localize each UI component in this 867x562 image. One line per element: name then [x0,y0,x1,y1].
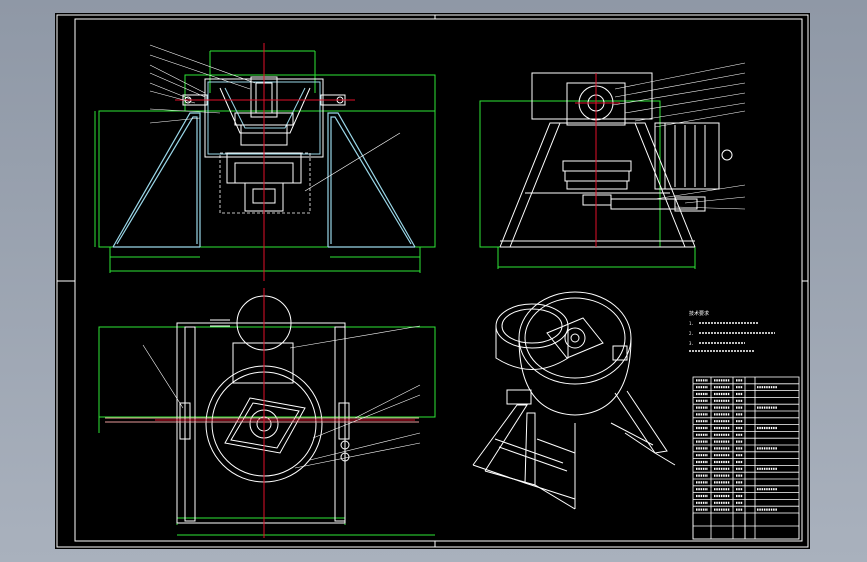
front-section-view [94,43,436,281]
drawing-canvas: 技术要求 1. 2. 3. [56,14,809,548]
top-dimension-lines [98,326,436,536]
side-view [479,62,746,269]
notes-line-3: 3. [689,341,694,346]
technical-notes: 技术要求 1. 2. 3. [689,310,775,352]
side-dimension-lines [479,100,696,269]
side-frame [499,72,733,248]
parts-table-rows [693,383,799,507]
top-centerlines [155,288,415,538]
top-shaft [105,417,419,423]
top-frame [176,295,350,524]
notes-text-lines [689,322,775,352]
notes-heading: 技术要求 [689,310,709,317]
parts-table [692,376,800,540]
side-centerlines [575,73,620,247]
side-leaders [612,62,746,210]
notes-line-2: 2. [689,331,694,336]
front-hidden-outline [219,152,311,214]
front-frame-legs [112,112,416,248]
drawing-frame [56,14,809,548]
top-view [98,288,436,538]
front-centerlines [175,43,355,281]
front-dimension-lines [94,50,436,273]
parts-table-cell-text [696,379,777,511]
drawing-sheet: 技术要求 1. 2. 3. [55,13,810,549]
top-leaders [142,325,421,469]
notes-line-1: 1. [689,321,694,326]
isometric-view [472,291,676,510]
front-leaders [149,44,401,192]
